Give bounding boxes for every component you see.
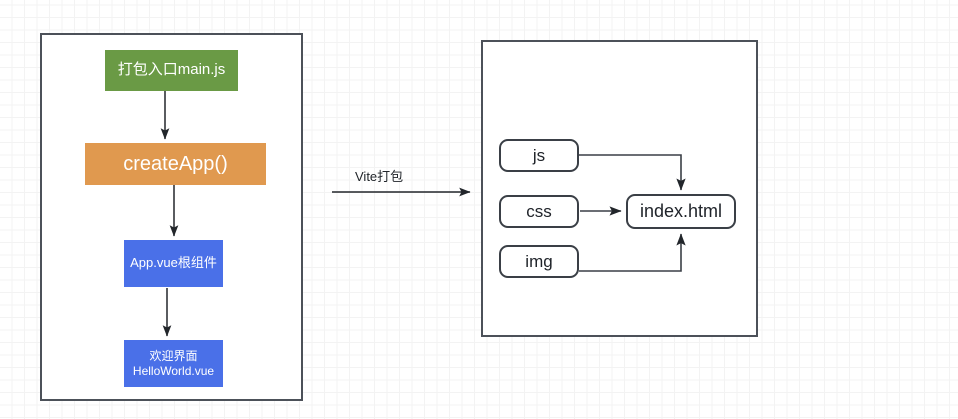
asset-box-index-html[interactable]: index.html — [626, 194, 736, 229]
asset-box-js[interactable]: js — [499, 139, 579, 172]
build-output-panel — [481, 40, 758, 337]
node-helloworld-vue[interactable]: 欢迎界面 HelloWorld.vue — [124, 340, 223, 387]
node-createapp[interactable]: createApp() — [85, 143, 266, 185]
asset-box-css[interactable]: css — [499, 195, 579, 228]
asset-box-img[interactable]: img — [499, 245, 579, 278]
node-app-vue-root-component[interactable]: App.vue根组件 — [124, 240, 223, 287]
source-flow-panel — [40, 33, 303, 401]
vite-build-arrow-label: Vite打包 — [355, 169, 404, 184]
node-entry-main-js[interactable]: 打包入口main.js — [105, 50, 238, 91]
